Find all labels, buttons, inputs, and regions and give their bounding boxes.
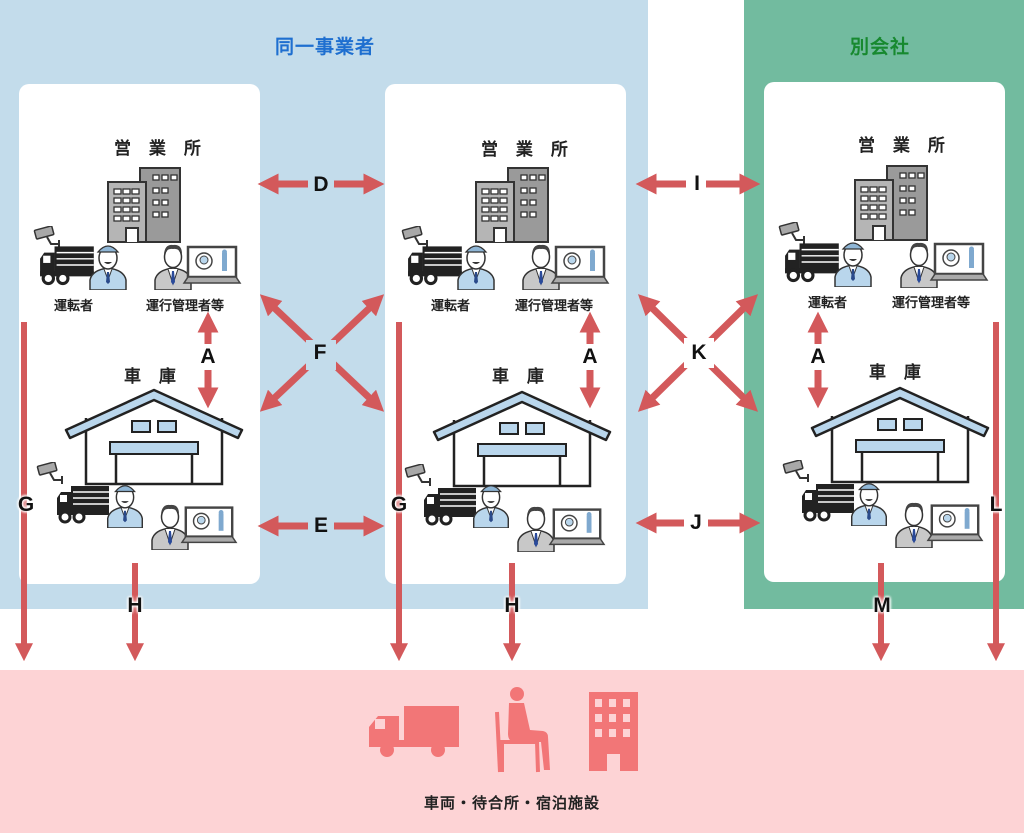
- manager-label: 運行管理者等: [892, 296, 971, 311]
- label-e: E: [313, 514, 328, 537]
- label-l: L: [989, 493, 1003, 516]
- garage-title: 車 庫: [869, 363, 927, 383]
- label-f: F: [313, 341, 327, 364]
- office-title: 営 業 所: [858, 136, 951, 156]
- garage-title: 車 庫: [124, 367, 182, 387]
- office-title: 営 業 所: [481, 140, 574, 160]
- label-i: I: [694, 172, 700, 195]
- seated-person-icon: [495, 687, 550, 773]
- label-m: M: [873, 594, 891, 617]
- other-company-title: 別会社: [849, 36, 910, 58]
- truck-icon: [369, 706, 459, 757]
- label-a: A: [582, 345, 598, 368]
- label-j: J: [690, 511, 702, 534]
- label-g: G: [17, 493, 35, 516]
- facility-label: 車両・待合所・宿泊施設: [423, 794, 600, 812]
- manager-label: 運行管理者等: [515, 299, 594, 314]
- label-a: A: [200, 345, 216, 368]
- label-h: H: [127, 594, 143, 617]
- driver-label: 運転者: [54, 299, 94, 314]
- label-a: A: [810, 345, 826, 368]
- driver-label: 運転者: [808, 296, 848, 311]
- driver-label: 運転者: [431, 299, 471, 314]
- label-k: K: [691, 341, 707, 364]
- label-d: D: [313, 173, 329, 196]
- building-icon: [589, 692, 638, 771]
- same-operator-title: 同一事業者: [274, 36, 375, 58]
- manager-label: 運行管理者等: [146, 299, 225, 314]
- garage-title: 車 庫: [492, 367, 550, 387]
- label-h: H: [504, 594, 520, 617]
- label-g: G: [390, 493, 408, 516]
- office-title: 営 業 所: [114, 139, 207, 159]
